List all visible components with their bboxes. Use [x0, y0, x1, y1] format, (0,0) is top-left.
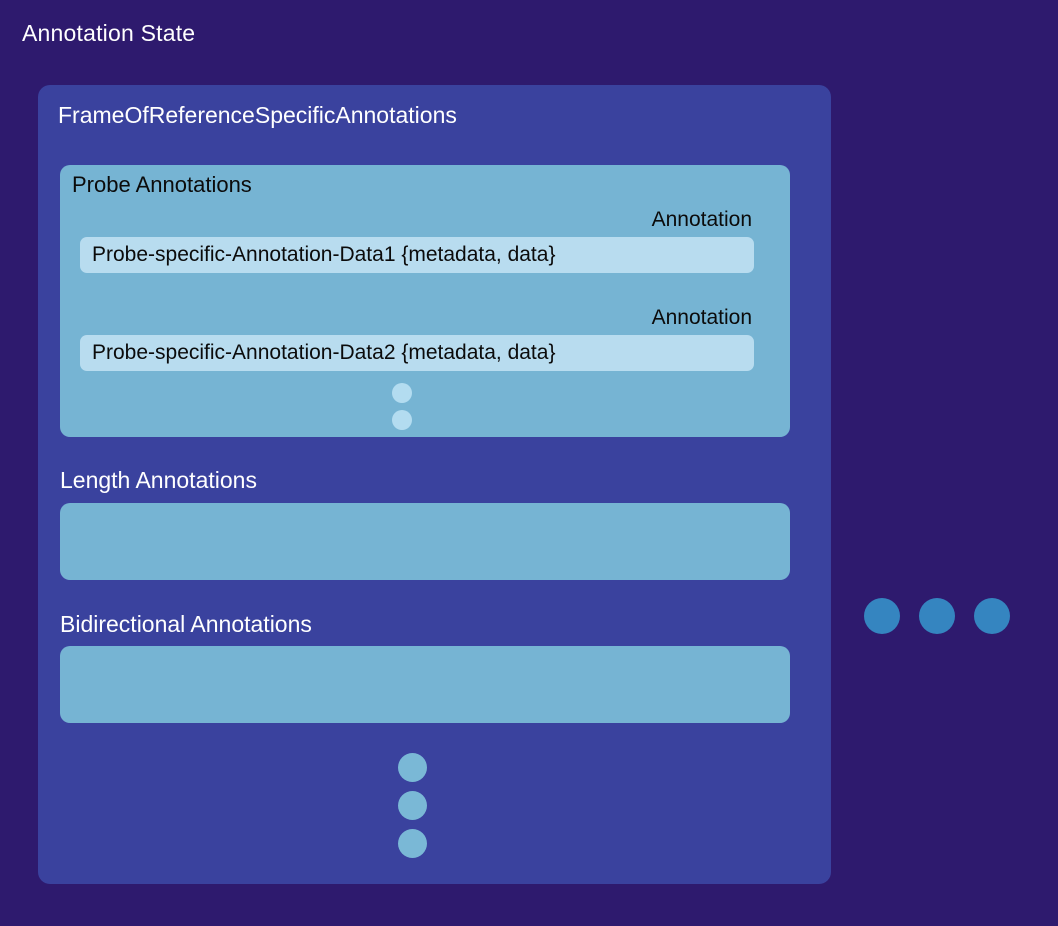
ellipsis-dot [919, 598, 955, 634]
ellipsis-dot [397, 829, 427, 858]
horizontal-ellipsis-icon [864, 598, 1010, 634]
bidirectional-annotations-box [60, 646, 790, 723]
annotation-data-box: Probe-specific-Annotation-Data2 {metadat… [80, 335, 754, 371]
frame-of-reference-panel: FrameOfReferenceSpecificAnnotations Prob… [38, 85, 831, 884]
annotation-data-box: Probe-specific-Annotation-Data1 {metadat… [80, 237, 754, 273]
page-title: Annotation State [22, 20, 196, 46]
annotation-row: Annotation Probe-specific-Annotation-Dat… [80, 305, 754, 371]
vertical-ellipsis-icon [390, 383, 414, 430]
probe-annotations-title: Probe Annotations [72, 172, 252, 197]
annotation-label: Annotation [651, 306, 752, 329]
ellipsis-dot [392, 383, 412, 403]
annotation-label: Annotation [651, 208, 752, 231]
probe-annotations-group: Probe Annotations Annotation Probe-speci… [60, 165, 790, 437]
ellipsis-dot [974, 598, 1010, 634]
frame-of-reference-title: FrameOfReferenceSpecificAnnotations [58, 102, 457, 128]
ellipsis-dot [397, 791, 427, 820]
ellipsis-dot [864, 598, 900, 634]
length-annotations-box [60, 503, 790, 580]
length-annotations-label: Length Annotations [60, 467, 257, 493]
ellipsis-dot [397, 753, 427, 782]
annotation-row: Annotation Probe-specific-Annotation-Dat… [80, 207, 754, 273]
vertical-ellipsis-icon [396, 753, 428, 858]
bidirectional-annotations-label: Bidirectional Annotations [60, 611, 312, 637]
ellipsis-dot [392, 410, 412, 430]
